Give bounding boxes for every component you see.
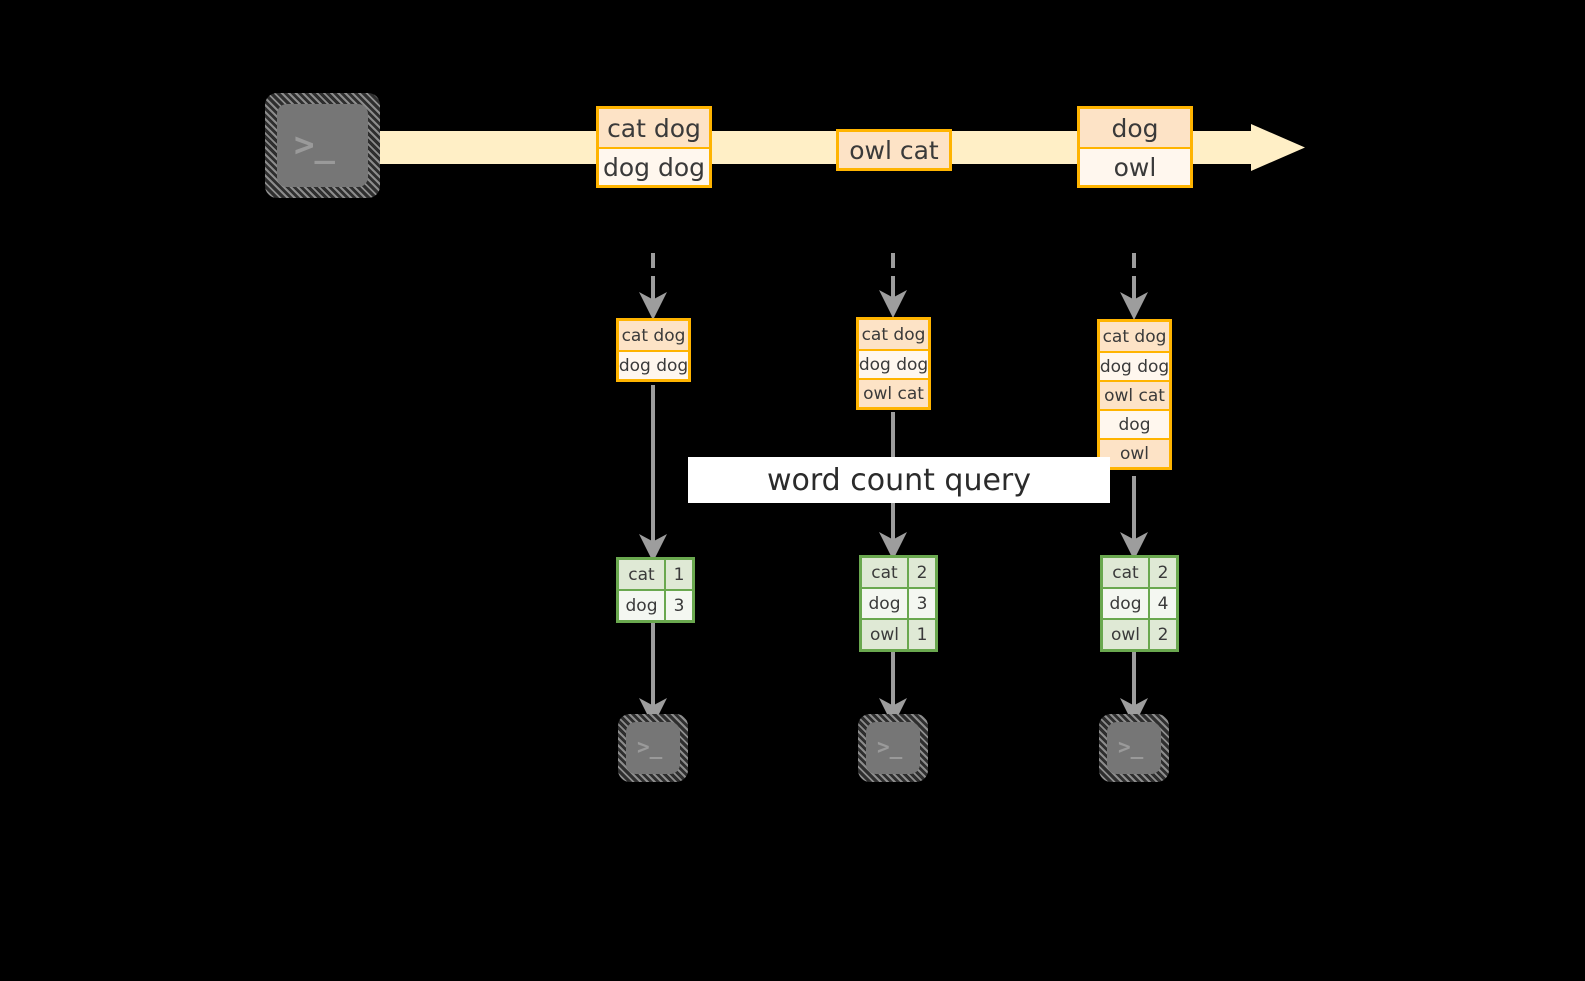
snapshot-line: dog [1100,409,1169,438]
console-face [626,722,680,774]
console-face [277,104,368,187]
count-cell: 3 [664,591,692,620]
table-row: cat 2 [1103,558,1176,587]
table-row: dog 4 [1103,587,1176,618]
count-cell: 2 [1148,558,1176,587]
stream-event-2[interactable]: owl cat [836,129,952,171]
snapshot-2-result-table[interactable]: cat 2 dog 3 owl 1 [859,555,938,652]
table-row: dog 3 [862,587,935,618]
table-row: owl 1 [862,618,935,649]
console-face [1107,722,1161,774]
count-cell: 1 [664,560,692,589]
table-row: cat 1 [619,560,692,589]
table-row: cat 2 [862,558,935,587]
word-cell: dog [619,591,664,620]
snapshot-3-result-table[interactable]: cat 2 dog 4 owl 2 [1100,555,1179,652]
snapshot-line: owl cat [1100,380,1169,409]
sink-console-icon-1: >_ [618,714,688,782]
snapshot-line: owl [1100,438,1169,467]
word-cell: cat [619,560,664,589]
source-console-icon: >_ [265,93,380,198]
snapshot-2-input[interactable]: cat dog dog dog owl cat [856,317,931,410]
word-cell: dog [1103,589,1148,618]
console-prompt-glyph: >_ [1118,735,1144,759]
console-prompt-glyph: >_ [294,125,335,165]
count-cell: 2 [1148,620,1176,649]
table-row: owl 2 [1103,618,1176,649]
count-cell: 1 [907,620,935,649]
count-cell: 4 [1148,589,1176,618]
console-face [866,722,920,774]
snapshot-connectors [639,253,1148,320]
snapshot-line: dog dog [859,349,928,378]
snapshot-line: dog dog [619,350,688,379]
snapshot-line: dog dog [1100,351,1169,380]
snapshot-line: cat dog [619,321,688,350]
table-row: dog 3 [619,589,692,620]
stream-event-3[interactable]: dog owl [1077,106,1193,188]
console-prompt-glyph: >_ [637,735,663,759]
word-cell: owl [1103,620,1148,649]
sink-console-icon-2: >_ [858,714,928,782]
snapshot-line: cat dog [859,320,928,349]
count-cell: 2 [907,558,935,587]
word-cell: cat [862,558,907,587]
word-cell: dog [862,589,907,618]
stream-event-1[interactable]: cat dog dog dog [596,106,712,188]
snapshot-line: cat dog [1100,322,1169,351]
stream-event-line: dog [1080,109,1190,147]
console-prompt-glyph: >_ [877,735,903,759]
sink-connectors [639,622,1148,726]
stream-event-line: dog dog [599,147,709,185]
query-label: word count query [688,457,1110,503]
count-cell: 3 [907,589,935,618]
snapshot-1-result-table[interactable]: cat 1 dog 3 [616,557,695,623]
snapshot-3-input[interactable]: cat dog dog dog owl cat dog owl [1097,319,1172,470]
sink-console-icon-3: >_ [1099,714,1169,782]
snapshot-line: owl cat [859,378,928,407]
word-cell: owl [862,620,907,649]
snapshot-1-input[interactable]: cat dog dog dog [616,318,691,382]
event-stream-arrow [345,124,1305,171]
stream-event-line: cat dog [599,109,709,147]
stream-event-line: owl cat [839,132,949,168]
word-cell: cat [1103,558,1148,587]
stream-event-line: owl [1080,147,1190,185]
